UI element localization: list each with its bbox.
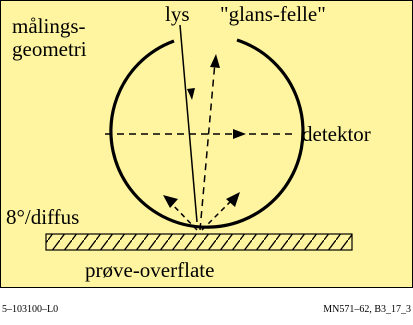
- label-sample-surface: prøve-overflate: [85, 258, 214, 282]
- detector-arrowhead: [233, 129, 246, 139]
- diffuse-arrowhead-left: [163, 195, 178, 208]
- footer-right-code: MN571–62, B3_17_3: [323, 304, 411, 315]
- label-light: lys: [165, 2, 190, 26]
- label-angle: 8°/diffus: [6, 205, 79, 229]
- integrating-sphere: [109, 38, 305, 229]
- label-detector: detektor: [302, 122, 371, 146]
- specular-reflection-arrowhead: [210, 54, 220, 68]
- label-geometry-line2: geometri: [12, 37, 87, 61]
- label-geometry-line1: målings-: [12, 14, 86, 38]
- diffuse-ray-left: [169, 201, 198, 231]
- sample-surface-block: [45, 233, 353, 251]
- incident-light-ray: [179, 24, 198, 223]
- diffuse-ray-right: [201, 198, 234, 231]
- specular-reflection-ray: [199, 61, 216, 231]
- footer-left-code: 5–103100–L0: [2, 304, 58, 315]
- incident-light-arrowhead: [187, 88, 195, 100]
- diffuse-arrowhead-right: [226, 192, 240, 207]
- label-gloss-trap: "glans-felle": [220, 2, 326, 26]
